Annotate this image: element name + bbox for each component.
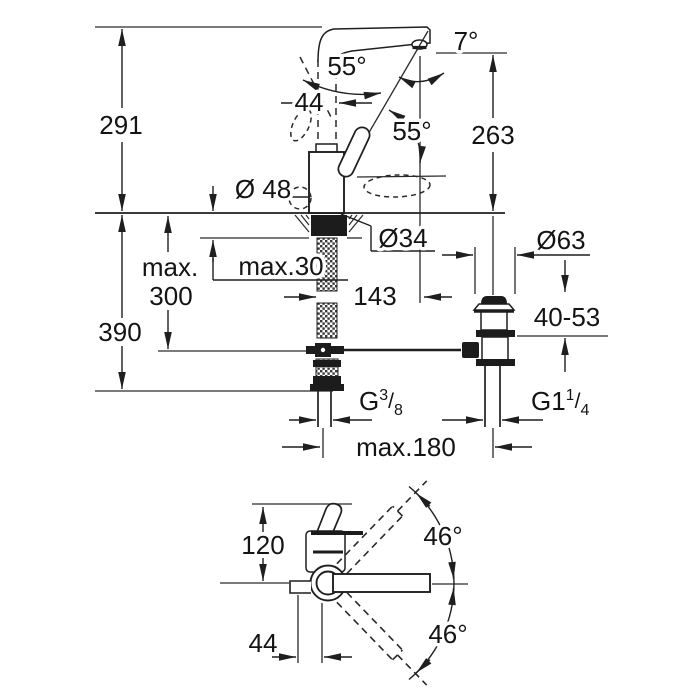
mounting-nut	[311, 215, 347, 236]
dim-body-diameter: Ø 48	[235, 174, 291, 204]
dim-neck-width: 44	[295, 87, 324, 117]
dim-body-height: 120	[241, 530, 284, 560]
front-dimension-lines	[118, 29, 590, 451]
dim-lever-angle: 55°	[392, 116, 431, 146]
drain-body	[481, 336, 509, 361]
pop-up-drain	[462, 296, 516, 427]
left-tab	[289, 580, 311, 594]
swivel-arc	[408, 485, 455, 681]
top-plan-view: 120 46° 46° 44	[220, 480, 471, 686]
dim-height-overall: 291	[99, 110, 142, 140]
front-elevation-view: 291 55° 44 7° 55° 263 Ø 48 Ø34 max.30 ma…	[95, 23, 608, 466]
dim-hose-depth-prefix: max.	[142, 252, 198, 282]
drain-flange	[472, 303, 516, 311]
dim-swivel-up: 46°	[423, 521, 462, 551]
top-labels: 120 46° 46° 44	[238, 518, 471, 662]
dim-drain-thread: G11/4	[531, 386, 589, 419]
dim-depth-below: 390	[98, 317, 141, 347]
angle-arc-55-right	[388, 109, 426, 164]
dim-clamping-range: 40-53	[534, 302, 601, 332]
dim-swivel-angle-left: 55°	[327, 51, 366, 81]
top-dimension-lines	[259, 492, 456, 674]
dim-center-distance: max.180	[356, 432, 456, 462]
lever-position-left	[290, 108, 312, 142]
counter-hatch-left	[294, 214, 310, 233]
front-labels: 291 55° 44 7° 55° 263 Ø 48 Ø34 max.30 ma…	[95, 23, 604, 466]
spout-bar	[332, 573, 431, 593]
counter-hatch-right	[348, 214, 364, 233]
mounting-hardware	[294, 214, 461, 427]
lever-knob-ghost	[288, 186, 312, 210]
lever-position-down	[363, 174, 431, 198]
angle-arc-55-left	[302, 79, 382, 100]
reference-lines	[95, 26, 608, 458]
dim-swivel-down: 46°	[428, 619, 467, 649]
threaded-shank-lower	[316, 302, 338, 339]
dim-hole-diameter: Ø34	[378, 223, 427, 253]
spout-ghost-up	[336, 480, 428, 575]
dim-supply-thread: G3/8	[359, 386, 403, 419]
spout-ghost-down	[336, 591, 428, 686]
spout-outline	[317, 26, 431, 63]
faucet-body	[308, 151, 345, 214]
dim-pivot-offset: 44	[249, 628, 278, 658]
drain-plug-cap	[481, 296, 507, 304]
dim-spout-tilt: 7°	[454, 26, 479, 56]
faucet-front	[288, 26, 447, 214]
dim-hose-depth-value: 300	[149, 281, 192, 311]
drain-neck	[480, 311, 508, 331]
angle-arc-7	[398, 72, 445, 89]
rod-knob	[462, 342, 479, 358]
lever-loop-top	[316, 502, 343, 533]
threaded-shank-upper	[316, 237, 338, 292]
dim-counter-thickness: max.30	[238, 251, 323, 281]
dim-drain-flange-diameter: Ø63	[536, 225, 585, 255]
faucet-top	[289, 480, 455, 686]
dim-spout-reach: 143	[353, 281, 396, 311]
dim-spout-height: 263	[471, 120, 514, 150]
